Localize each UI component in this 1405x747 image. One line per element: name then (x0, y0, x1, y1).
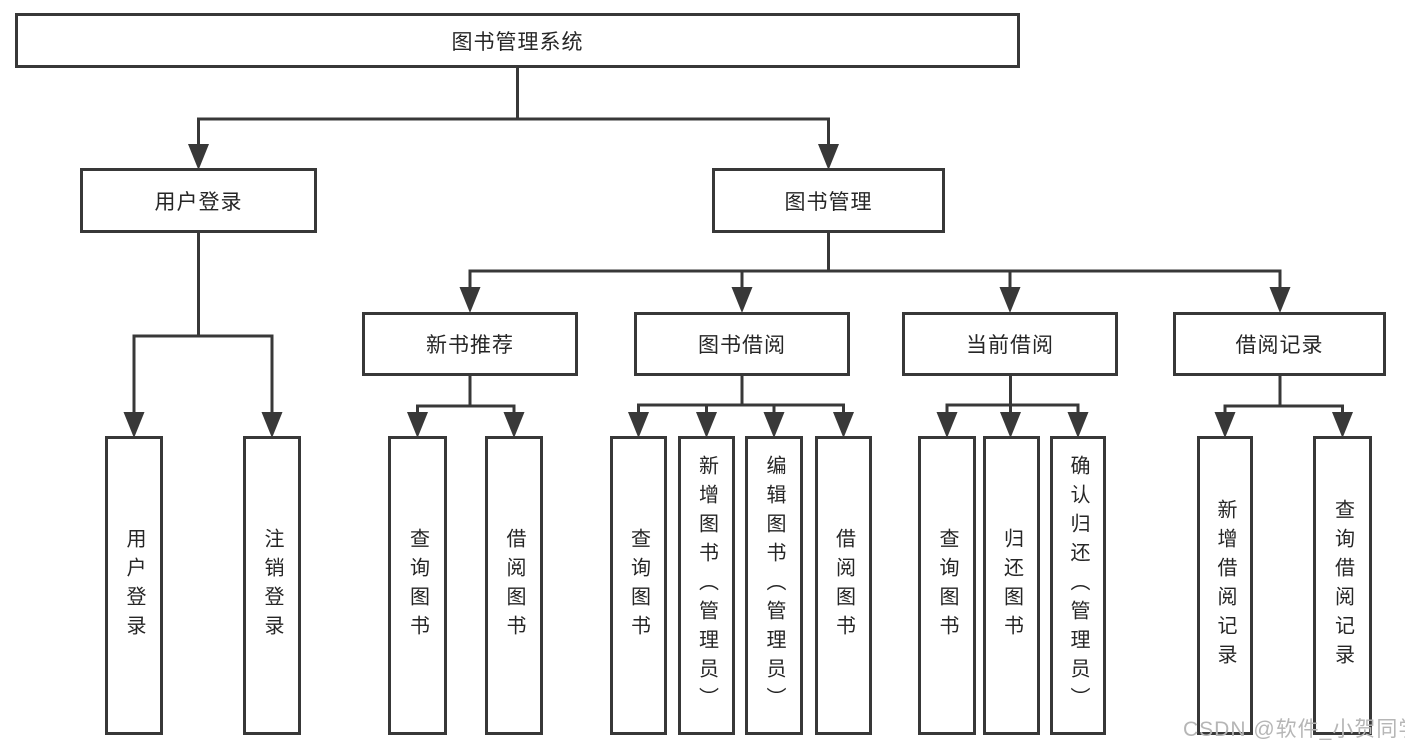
arrow-down-icon (818, 144, 839, 170)
arrow-down-icon (1067, 412, 1089, 438)
arrow-down-icon (261, 412, 283, 438)
leaf-add-book-admin: 新增图书（管理员） (678, 436, 735, 735)
leaf-borrow-books: 借阅图书 (815, 436, 872, 735)
arrow-down-icon (123, 412, 145, 438)
node-book-borrow-label: 图书借阅 (698, 334, 786, 357)
arrow-down-icon (696, 412, 717, 438)
node-new-book-recommend: 新书推荐 (362, 312, 578, 376)
leaf-add-borrow-record: 新增借阅记录 (1197, 436, 1253, 735)
leaf-query-books-current: 查询图书 (918, 436, 976, 735)
leaf-query-borrow-record-label: 查询借阅记录 (1331, 498, 1354, 673)
leaf-logout-label: 注销登录 (261, 527, 283, 644)
arrow-down-icon (628, 412, 649, 438)
leaf-edit-book-admin-label: 编辑图书（管理员） (763, 455, 785, 716)
node-current-borrow-label: 当前借阅 (966, 334, 1054, 357)
arrow-down-icon (833, 412, 854, 438)
leaf-borrow-books-recommend: 借阅图书 (485, 436, 543, 735)
arrow-down-icon (999, 287, 1021, 313)
node-user-login-label: 用户登录 (154, 190, 243, 214)
leaf-logout: 注销登录 (243, 436, 301, 735)
arrow-down-icon (503, 412, 525, 438)
leaf-user-login-label: 用户登录 (123, 527, 145, 644)
leaf-query-books-recommend: 查询图书 (388, 436, 447, 735)
leaf-confirm-return-admin-label: 确认归还（管理员） (1067, 455, 1089, 716)
leaf-query-books-borrow-label: 查询图书 (627, 527, 650, 644)
arrow-down-icon (1214, 412, 1236, 438)
arrow-down-icon (1269, 287, 1291, 313)
arrow-down-icon (1332, 412, 1353, 438)
node-root-label: 图书管理系统 (451, 30, 584, 54)
node-user-login: 用户登录 (80, 168, 317, 233)
node-borrow-records: 借阅记录 (1173, 312, 1386, 376)
leaf-borrow-books-recommend-label: 借阅图书 (503, 527, 525, 644)
leaf-edit-book-admin: 编辑图书（管理员） (745, 436, 803, 735)
leaf-query-borrow-record: 查询借阅记录 (1313, 436, 1372, 735)
csdn-watermark: CSDN @软件_小贺同学 (1183, 718, 1405, 741)
leaf-query-books-recommend-label: 查询图书 (406, 527, 429, 644)
leaf-query-books-current-label: 查询图书 (936, 527, 958, 644)
node-book-borrow: 图书借阅 (634, 312, 850, 376)
arrow-down-icon (936, 412, 958, 438)
node-borrow-records-label: 借阅记录 (1235, 334, 1324, 357)
leaf-add-book-admin-label: 新增图书（管理员） (695, 455, 718, 716)
node-book-management: 图书管理 (712, 168, 945, 233)
leaf-confirm-return-admin: 确认归还（管理员） (1050, 436, 1106, 735)
arrow-down-icon (407, 412, 428, 438)
leaf-add-borrow-record-label: 新增借阅记录 (1214, 498, 1236, 673)
node-root-system: 图书管理系统 (15, 13, 1020, 68)
leaf-user-login: 用户登录 (105, 436, 163, 735)
node-current-borrow: 当前借阅 (902, 312, 1118, 376)
leaf-borrow-books-label: 借阅图书 (832, 527, 855, 644)
arrow-down-icon (763, 412, 785, 438)
node-book-management-label: 图书管理 (784, 190, 873, 214)
leaf-query-books-borrow: 查询图书 (610, 436, 667, 735)
arrow-down-icon (188, 144, 209, 170)
arrow-down-icon (731, 287, 753, 313)
leaf-return-book-label: 归还图书 (1000, 527, 1023, 644)
leaf-return-book: 归还图书 (983, 436, 1040, 735)
node-new-book-recommend-label: 新书推荐 (426, 334, 514, 357)
arrow-down-icon (459, 287, 481, 313)
arrow-down-icon (1000, 412, 1021, 438)
